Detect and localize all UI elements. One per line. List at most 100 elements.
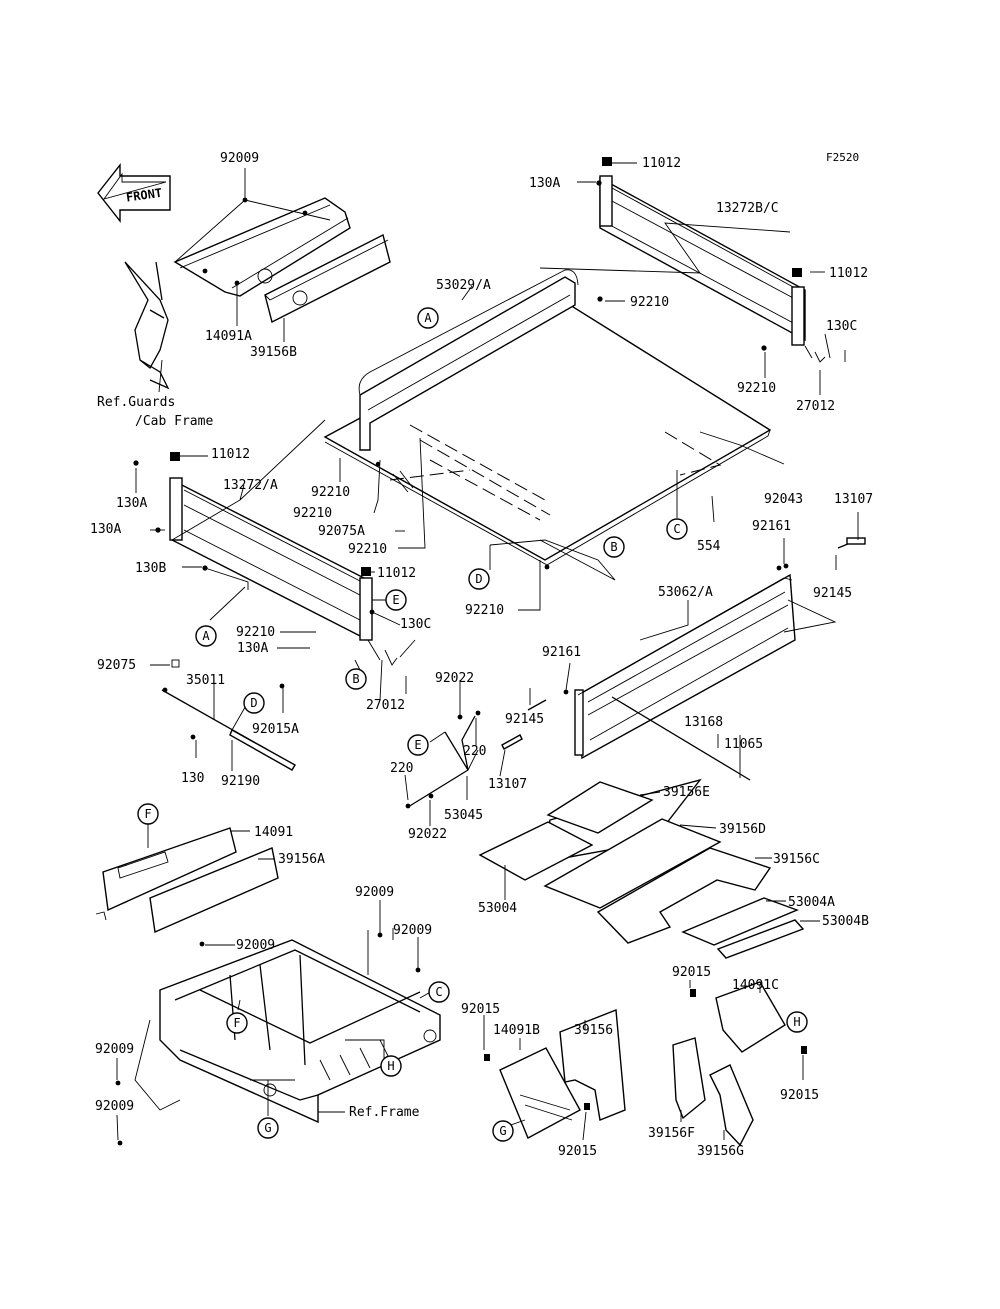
svg-text:A: A <box>202 629 210 643</box>
part-label: 92190 <box>221 774 260 789</box>
part-label: 92009 <box>393 923 432 938</box>
part-label: 130C <box>826 319 857 334</box>
callout-e-gate: E <box>385 589 407 611</box>
part-label: 13107 <box>834 492 873 507</box>
part-label: 92015 <box>461 1002 500 1017</box>
part-label: 92043 <box>764 492 803 507</box>
callout-f-guard: F <box>137 803 159 825</box>
part-label: 92022 <box>435 671 474 686</box>
part-label: 39156D <box>719 822 766 837</box>
part-label: 53029/A <box>436 278 491 293</box>
svg-text:C: C <box>435 985 442 999</box>
lower-guard <box>95 827 279 934</box>
callout-h-frame: H <box>380 1055 402 1077</box>
part-label: 92009 <box>95 1042 134 1057</box>
part-label: 11012 <box>642 156 681 171</box>
svg-text:F: F <box>144 807 151 821</box>
svg-text:C: C <box>673 522 680 536</box>
part-label: 92009 <box>355 885 394 900</box>
part-label: 92145 <box>505 712 544 727</box>
part-label: 53045 <box>444 808 483 823</box>
part-label: 130B <box>135 561 166 576</box>
part-label: 220 <box>390 761 413 776</box>
part-label: 39156F <box>648 1126 695 1141</box>
part-label: 27012 <box>366 698 405 713</box>
part-label: 27012 <box>796 399 835 414</box>
callout-a-left: A <box>195 625 217 647</box>
part-label: 92210 <box>630 295 669 310</box>
guard-14091b <box>484 1009 626 1139</box>
svg-text:F: F <box>233 1016 240 1030</box>
svg-text:D: D <box>475 572 482 586</box>
part-label: 92210 <box>311 485 350 500</box>
part-label: 92015 <box>780 1088 819 1103</box>
part-label: 39156 <box>574 1023 613 1038</box>
part-label: 14091 <box>254 825 293 840</box>
part-label: 14091C <box>732 978 779 993</box>
part-label: 14091A <box>205 329 252 344</box>
part-label: 53004A <box>788 895 835 910</box>
part-label: 39156E <box>663 785 710 800</box>
callout-d-bed: D <box>468 568 490 590</box>
part-label: 53062/A <box>658 585 713 600</box>
linkage-rods <box>405 537 866 809</box>
front-arrow-icon: FRONT <box>97 162 171 224</box>
part-label: 92161 <box>752 519 791 534</box>
part-label: 11012 <box>377 566 416 581</box>
part-label: 554 <box>697 539 721 554</box>
lever-assembly <box>161 659 296 771</box>
part-label: 92161 <box>542 645 581 660</box>
svg-text:A: A <box>424 311 432 325</box>
part-label: 130 <box>181 771 204 786</box>
guard-14091c <box>672 981 807 1147</box>
part-label: 53004 <box>478 901 517 916</box>
part-label: 130A <box>237 641 268 656</box>
callout-b-gate: B <box>345 668 367 690</box>
part-label: 130A <box>116 496 147 511</box>
part-label: 53004B <box>822 914 869 929</box>
callout-g-guard: G <box>492 1120 514 1142</box>
guard-bracket-assembly <box>124 197 391 390</box>
part-label: 14091B <box>493 1023 540 1038</box>
part-label: 35011 <box>186 673 225 688</box>
part-label: 92015 <box>558 1144 597 1159</box>
callout-h-guard: H <box>786 1011 808 1033</box>
part-label: 220 <box>463 744 486 759</box>
part-label: 92210 <box>293 506 332 521</box>
part-label: 13107 <box>488 777 527 792</box>
callout-g-frame: G <box>257 1117 279 1139</box>
part-label: 92075A <box>318 524 365 539</box>
callout-c-bed: C <box>666 518 688 540</box>
part-label: 130C <box>400 617 431 632</box>
svg-text:B: B <box>610 540 617 554</box>
part-label: 92210 <box>348 542 387 557</box>
part-label: 92210 <box>737 381 776 396</box>
part-label: 92210 <box>236 625 275 640</box>
cargo-bed <box>323 269 772 570</box>
part-label: 92015A <box>252 722 299 737</box>
leader-lines <box>116 162 859 1141</box>
svg-text:B: B <box>352 672 359 686</box>
part-label: 92210 <box>465 603 504 618</box>
left-side-gate <box>133 452 398 666</box>
part-label: 39156C <box>773 852 820 867</box>
part-label: 39156G <box>697 1144 744 1159</box>
part-label: 39156A <box>278 852 325 867</box>
part-label: 39156B <box>250 345 297 360</box>
part-label: 92145 <box>813 586 852 601</box>
callout-c-frame: C <box>428 981 450 1003</box>
callout-e-link: E <box>407 734 429 756</box>
svg-text:H: H <box>387 1059 394 1073</box>
floor-mats <box>478 778 805 959</box>
part-label: 92075 <box>97 658 136 673</box>
part-label: 13168 <box>684 715 723 730</box>
callout-b-bed: B <box>603 536 625 558</box>
right-side-gate <box>563 565 796 760</box>
part-label: 92015 <box>672 965 711 980</box>
ref-guards-label: Ref.Guards <box>97 395 175 410</box>
svg-text:H: H <box>793 1015 800 1029</box>
part-label: 130A <box>529 176 560 191</box>
figure-code: F2520 <box>826 151 859 164</box>
